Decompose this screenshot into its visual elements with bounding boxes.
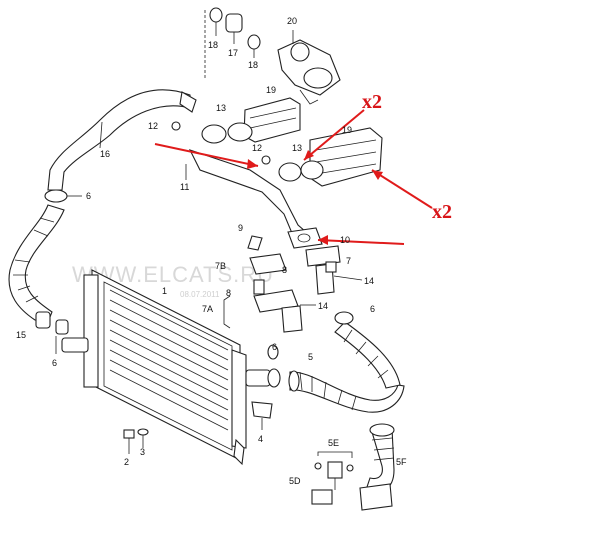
- clamp-18-top: [209, 7, 223, 36]
- watermark-date: 08.07.2011: [180, 290, 220, 299]
- label-6-bottom-left: 6: [52, 358, 57, 368]
- label-4: 4: [258, 434, 263, 444]
- manifold-19-top: [243, 97, 301, 143]
- part-4: [251, 401, 273, 430]
- flange-7B: [249, 253, 287, 275]
- label-9: 9: [238, 223, 243, 233]
- valve-7A: [253, 289, 316, 333]
- hose-5F: [365, 423, 395, 493]
- label-5F: 5F: [396, 457, 407, 467]
- label-2: 2: [124, 457, 129, 467]
- label-7: 7: [346, 256, 351, 266]
- label-6-right: 6: [370, 304, 375, 314]
- arrow-to-gasket: [154, 143, 259, 169]
- label-12-top: 12: [148, 121, 158, 131]
- label-1: 1: [162, 286, 167, 296]
- bolt-8: [253, 279, 265, 295]
- label-7B: 7B: [215, 261, 226, 271]
- hose-bottom: [359, 483, 393, 511]
- arrow-to-flange: [317, 235, 405, 245]
- label-20: 20: [287, 16, 297, 26]
- outlet-pipe: [245, 368, 281, 388]
- gasket-13-mid: [278, 160, 324, 182]
- pipe-16: [47, 89, 197, 191]
- label-18-second: 18: [248, 60, 258, 70]
- label-13-top: 13: [216, 103, 226, 113]
- hose-15: [8, 204, 65, 323]
- arrow-from-x2-right: [371, 169, 433, 209]
- label-8-left: 8: [226, 288, 231, 298]
- nut-12-top: [171, 121, 181, 131]
- annotation-x2-top: x2: [362, 91, 382, 113]
- label-13-mid: 13: [292, 143, 302, 153]
- hose-5: [289, 371, 405, 413]
- washer-3: [137, 428, 149, 436]
- bolt-2: [123, 429, 135, 454]
- gasket-13-top: [201, 122, 253, 144]
- label-14-mid: 14: [318, 301, 328, 311]
- label-17: 17: [228, 48, 238, 58]
- sleeve-17: [225, 13, 243, 44]
- flange-10: [287, 227, 323, 249]
- label-11: 11: [180, 182, 189, 192]
- label-18-top: 18: [208, 40, 218, 50]
- manifold-19-right: [309, 127, 383, 187]
- label-15: 15: [16, 330, 26, 340]
- label-8-right: 8: [282, 265, 287, 275]
- bracket-5D: [311, 489, 333, 505]
- label-5E: 5E: [328, 438, 339, 448]
- label-12-mid: 12: [252, 143, 262, 153]
- bracket-5E: [317, 451, 353, 458]
- pipe-stub-left: [55, 319, 89, 353]
- label-5: 5: [308, 352, 313, 362]
- annotation-x2-right: x2: [432, 201, 452, 223]
- clamp-6-right: [334, 311, 354, 325]
- label-7A: 7A: [202, 304, 213, 314]
- sensor-5E: [314, 461, 354, 490]
- hose-upper-right: [334, 321, 401, 389]
- nut-12-mid: [261, 155, 271, 165]
- label-10: 10: [340, 235, 350, 245]
- label-6-mid: 6: [272, 342, 277, 352]
- hose-5-end: [288, 370, 300, 392]
- label-19-top: 19: [266, 85, 276, 95]
- clamp-hose-15: [35, 311, 51, 329]
- turbocharger-20: [277, 30, 341, 105]
- clamp-6-left: [44, 189, 82, 203]
- clamp-6-mid: [267, 344, 279, 360]
- label-3: 3: [140, 447, 145, 457]
- label-5D: 5D: [289, 476, 301, 486]
- intercooler-1: [83, 269, 247, 466]
- label-19-right: 19: [342, 125, 352, 135]
- label-6-top-left: 6: [86, 191, 91, 201]
- bracket-7A: [223, 295, 231, 329]
- nut-8: [325, 261, 337, 273]
- label-16: 16: [100, 149, 110, 159]
- clamp-18-second: [247, 34, 261, 58]
- label-14-right: 14: [364, 276, 374, 286]
- arrow-from-x2-top: [303, 109, 365, 161]
- part-9: [247, 235, 263, 251]
